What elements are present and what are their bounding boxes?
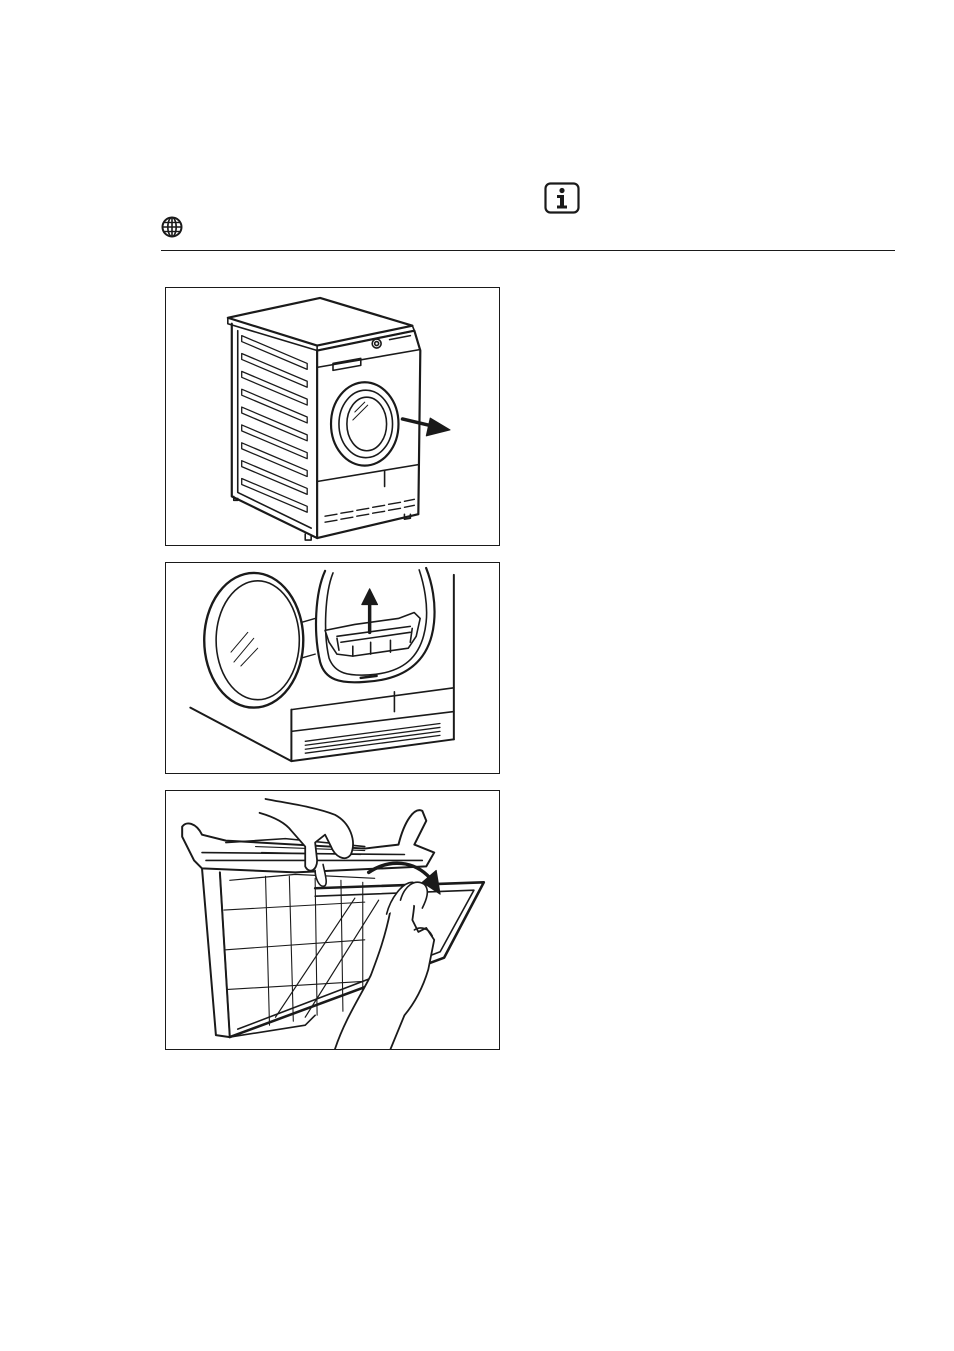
arrow-right-icon bbox=[402, 418, 450, 436]
figure-open-filter bbox=[165, 790, 500, 1050]
header-rule bbox=[161, 250, 895, 251]
figure-remove-filter bbox=[165, 562, 500, 774]
info-icon bbox=[544, 182, 580, 214]
figure-dryer-open-door bbox=[165, 287, 500, 546]
globe-icon bbox=[161, 216, 183, 238]
